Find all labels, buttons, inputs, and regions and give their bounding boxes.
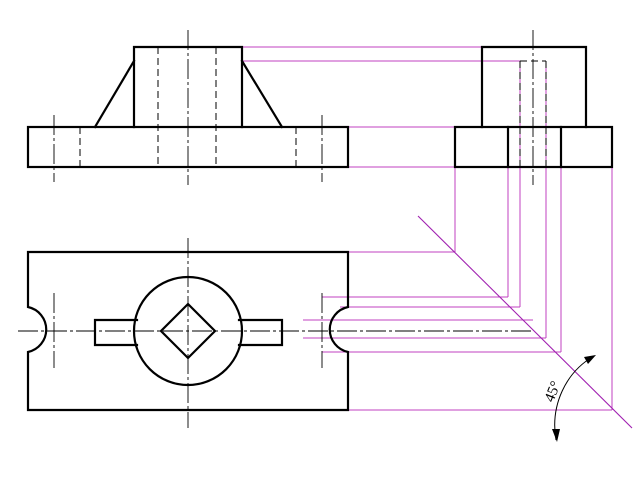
side-base-outline bbox=[453, 125, 614, 169]
projection-lines bbox=[242, 46, 613, 411]
top-right-rib bbox=[237, 318, 284, 347]
angle-arc bbox=[554, 355, 595, 441]
front-right-rib bbox=[240, 59, 284, 129]
front-left-rib bbox=[93, 59, 136, 129]
angle-arrow-top bbox=[584, 355, 596, 364]
miter-line bbox=[417, 215, 633, 429]
side-view bbox=[453, 30, 614, 185]
side-boss-outline bbox=[480, 45, 588, 129]
top-left-rib bbox=[93, 318, 139, 347]
top-view bbox=[18, 238, 533, 428]
top-base-outline bbox=[26, 250, 350, 412]
front-view bbox=[26, 30, 350, 185]
angle-dimension: 45° bbox=[542, 355, 596, 442]
angle-label: 45° bbox=[542, 379, 565, 404]
angle-arrow-bottom bbox=[552, 429, 560, 442]
